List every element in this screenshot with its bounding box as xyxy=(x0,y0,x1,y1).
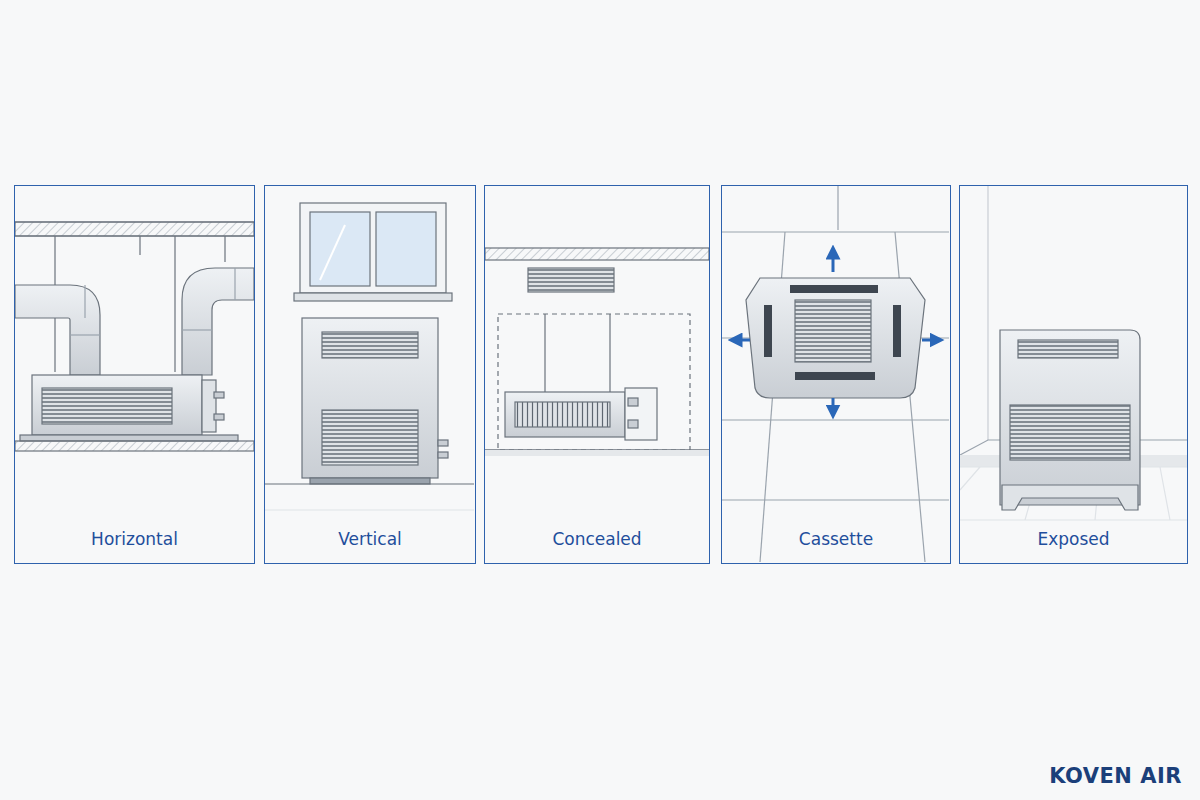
unit-panel: Vertical xyxy=(264,185,476,564)
brand-logo: KOVEN AIR xyxy=(1049,764,1182,788)
horizontal-unit-illustration xyxy=(15,222,254,451)
concealed-unit-illustration xyxy=(485,248,709,456)
unit-panel: Concealed xyxy=(484,185,710,564)
exposed-unit-illustration xyxy=(960,186,1187,520)
vertical-unit-illustration xyxy=(265,203,474,510)
unit-type-label: Exposed xyxy=(1031,529,1115,563)
unit-panel: Cassette xyxy=(721,185,951,564)
unit-type-label: Cassette xyxy=(793,529,879,563)
unit-panel: Horizontal xyxy=(14,185,255,564)
unit-type-label: Horizontal xyxy=(85,529,184,563)
cassette-unit-illustration xyxy=(722,186,949,562)
unit-panel: Exposed xyxy=(959,185,1188,564)
unit-type-label: Vertical xyxy=(332,529,408,563)
unit-type-label: Concealed xyxy=(546,529,647,563)
